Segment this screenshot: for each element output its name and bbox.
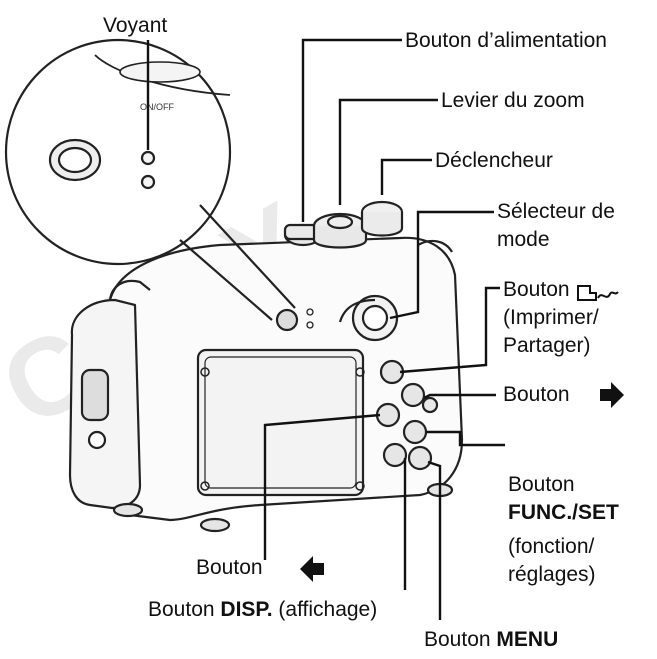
label-mode-selector-2: mode: [497, 228, 550, 251]
svg-text:ON/OFF: ON/OFF: [140, 102, 174, 112]
label-right-button: Bouton: [503, 383, 570, 406]
indicator-lamp: [140, 150, 156, 166]
leader-right: [423, 393, 496, 400]
menu-bold: MENU: [496, 628, 559, 651]
print-share-icon: [577, 285, 619, 301]
label-voyant: Voyant: [103, 14, 168, 37]
label-zoom-lever: Levier du zoom: [441, 89, 585, 112]
label-print-button-3: Partager): [503, 334, 591, 357]
leader-print: [399, 286, 500, 374]
leader-power: [301, 38, 402, 222]
right-button: [400, 382, 426, 408]
leader-shutter: [380, 158, 432, 195]
print-button: [379, 359, 405, 385]
label-power-button: Bouton d’alimentation: [405, 29, 607, 52]
disp-prefix: Bouton: [148, 598, 221, 621]
label-print-button-2: (Imprimer/: [503, 306, 599, 329]
label-shutter: Déclencheur: [435, 149, 553, 172]
label-func-button-2: FUNC./SET: [508, 501, 619, 524]
left-arrow-icon: [300, 556, 324, 582]
strap-loop-left: [108, 279, 151, 301]
label-menu-button: Bouton MENU: [424, 628, 558, 652]
menu-prefix: Bouton: [424, 628, 497, 651]
disp-suffix: (affichage): [272, 598, 378, 621]
label-func-button-3: (fonction/: [508, 535, 595, 558]
strap-loop-right: [417, 239, 453, 253]
label-func-button-1: Bouton: [508, 473, 575, 496]
label-left-button: Bouton: [196, 556, 263, 579]
leader-zoom: [338, 98, 438, 205]
latch-knob: [87, 430, 107, 450]
case-latch: [80, 368, 110, 422]
left-button: [375, 402, 401, 428]
leader-left: [263, 413, 381, 560]
leader-func: [426, 430, 505, 447]
right-arrow-icon: [600, 382, 624, 408]
disp-button: [382, 442, 408, 468]
leader-lines: [146, 38, 505, 620]
label-mode-selector-1: Sélecteur de: [497, 200, 615, 223]
func-set-button: [402, 419, 428, 445]
label-disp-button: Bouton DISP. (affichage): [148, 598, 377, 622]
magnified-inset: ON/OFF: [4, 38, 296, 321]
label-print-button-1: Bouton: [503, 278, 570, 301]
leader-menu: [427, 460, 442, 620]
disp-bold: DISP.: [220, 598, 273, 621]
menu-button: [407, 445, 433, 471]
label-func-button-4: réglages): [508, 563, 596, 586]
leader-mode: [389, 210, 494, 320]
